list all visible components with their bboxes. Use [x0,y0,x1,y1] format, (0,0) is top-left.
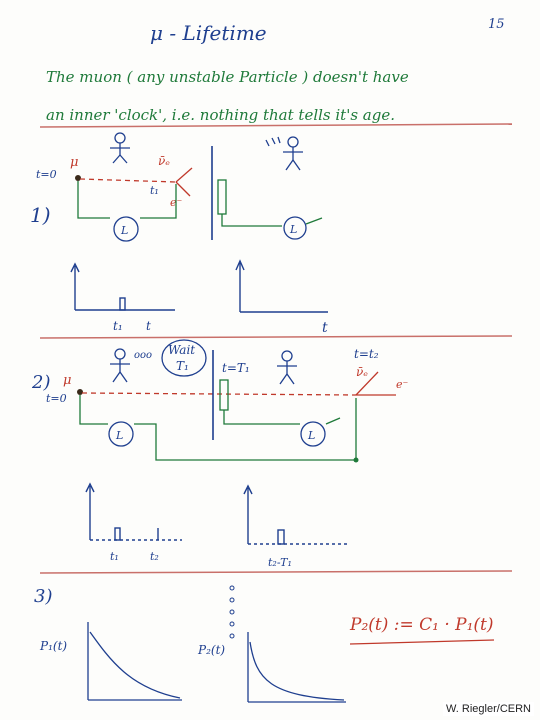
s3-plot-p1 [87,622,182,701]
s2-clock-label: L [115,429,123,442]
s2-muon-start [77,389,83,395]
s1-muon-start [75,175,81,181]
s2-plot-left [85,482,182,541]
credit-caption: W. Riegler/CERN [443,702,534,716]
section-1-number: 1) [30,203,51,227]
s2-clock-circuit [79,395,357,461]
s2-junction [353,457,359,463]
s2-mu-label: μ [63,373,71,388]
s2-clock-right-icon [300,421,326,447]
observer-figure-2 [265,136,303,171]
observer-figure-4 [277,350,297,385]
s3-vertical-dots [229,585,235,639]
s1-clock-right-label: L [289,223,297,236]
s2-plot-right [243,484,348,545]
s1-mu-label: μ [70,155,78,170]
s2-nu-arrow [355,371,379,396]
s1-t1-label: t₁ [150,184,159,197]
s1-clock-right-icon [283,216,307,240]
s2-plot-right-tick: t₂-T₁ [268,556,292,569]
s3-p2-label: P₂(t) [197,643,225,657]
s1-plot-right [235,259,328,313]
s1-detector [217,179,227,215]
s2-wait-dots: ooo [134,350,152,361]
separator-rule-3 [39,570,513,574]
s2-muon-path [81,392,357,396]
page-number: 15 [488,17,505,32]
s1-plot-right-axis-t: t [322,320,328,336]
separator-rule-2 [39,335,513,339]
s1-right-wire-end [305,217,323,225]
s2-e-label: e⁻ [396,378,409,391]
s2-wait-t1: T₁ [176,359,189,373]
s1-plot-axis-t: t [146,319,151,333]
s2-t0-label: t=0 [46,392,67,405]
s1-nu-label: ν̄ₑ [158,154,170,168]
s1-muon-path [79,178,177,183]
s3-plot-p2 [247,632,346,703]
page-title: μ - Lifetime [150,21,267,45]
s2-detector [219,379,229,411]
s1-clock-circuit [77,181,177,219]
separator-rule-1 [39,123,513,128]
s3-p1-label: P₁(t) [39,639,67,653]
s2-plot-tick-t1: t₁ [110,550,119,563]
intro-line-1: The muon ( any unstable Particle ) doesn… [46,68,409,86]
s1-nu-arrow [175,167,193,183]
s2-wait-label: Wait [168,343,195,357]
s1-clock-label: L [120,224,128,237]
intro-line-2: an inner 'clock', i.e. nothing that tell… [46,106,395,124]
observer-figure-3 [110,348,130,383]
observer-figure-1 [110,132,130,164]
s2-t-eq-t1: t=T₁ [222,361,250,375]
section-3-number: 3) [34,586,52,607]
s2-nu-label: ν̄ₑ [356,365,368,379]
s2-plot-tick-t2: t₂ [150,550,159,563]
s2-clock-icon [108,421,134,447]
s2-wait-bubble [161,339,207,377]
s1-right-wire [221,214,282,227]
s3-formula: P₂(t) := C₁ · P₁(t) [349,615,494,635]
s1-plot-left [70,262,175,311]
s1-e-arrow [175,181,191,197]
section-2-number: 2) [31,372,50,393]
s1-t0-label: t=0 [36,168,57,181]
s2-t-eq-t2: t=t₂ [354,347,379,361]
s2-clock-right-label: L [307,429,315,442]
s1-clock-icon [113,216,139,242]
s1-plot-tick-t1: t₁ [113,319,123,333]
s3-formula-underline [349,639,495,645]
